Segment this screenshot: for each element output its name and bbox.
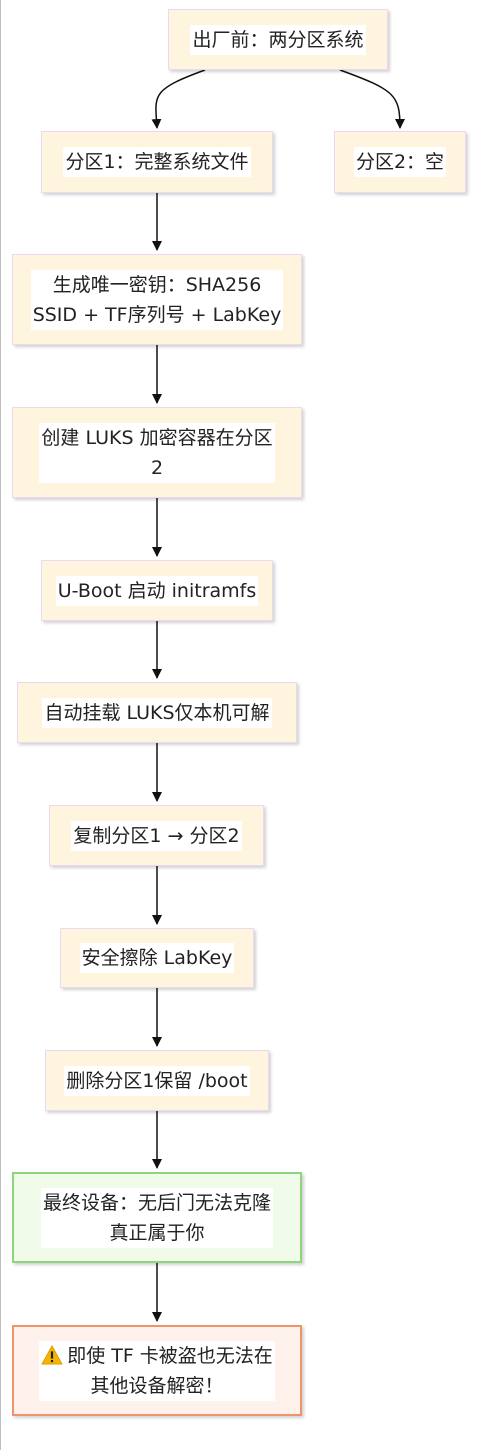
node-label-line1: 最终设备：无后门无法克隆 xyxy=(42,1191,271,1214)
node-label: 最终设备：无后门无法克隆 真正属于你 xyxy=(40,1187,273,1248)
node-label: 复制分区1 → 分区2 xyxy=(71,820,242,851)
node-copy-partition: 复制分区1 → 分区2 xyxy=(49,805,264,866)
edge-n0-n1 xyxy=(151,69,206,129)
node-partition2-empty: 分区2：空 xyxy=(334,131,466,193)
node-secure-erase-labkey: 安全擦除 LabKey xyxy=(60,928,254,988)
node-label-line2: 真正属于你 xyxy=(109,1221,205,1244)
node-label: 安全擦除 LabKey xyxy=(79,943,235,973)
node-create-luks-container: 创建 LUKS 加密容器在分区 2 xyxy=(12,407,302,498)
node-label: 出厂前：两分区系统 xyxy=(190,24,366,55)
node-label-line2: 其他设备解密！ xyxy=(90,1374,224,1397)
node-partition1-full-system: 分区1：完整系统文件 xyxy=(41,131,273,193)
node-label-line1: 即使 TF 卡被盗也无法在 xyxy=(67,1344,273,1367)
warning-triangle-icon xyxy=(41,1344,63,1365)
node-label: 分区1：完整系统文件 xyxy=(63,147,251,177)
node-label-line1: 生成唯一密钥：SHA256 xyxy=(52,273,262,296)
node-factory-two-partitions: 出厂前：两分区系统 xyxy=(168,9,388,70)
node-label: 删除分区1保留 /boot xyxy=(64,1065,250,1096)
node-label-line2: SSID + TF序列号 + LabKey xyxy=(32,303,282,326)
node-label: 分区2：空 xyxy=(353,147,447,177)
page-left-border xyxy=(0,0,1,1450)
node-label: U-Boot 启动 initramfs xyxy=(55,575,259,606)
node-uboot-initramfs: U-Boot 启动 initramfs xyxy=(41,560,273,621)
node-label-line1: 创建 LUKS 加密容器在分区 xyxy=(41,426,273,449)
node-label: 创建 LUKS 加密容器在分区 2 xyxy=(39,422,275,483)
node-final-device: 最终设备：无后门无法克隆 真正属于你 xyxy=(12,1172,302,1263)
node-tf-stolen-warning: 即使 TF 卡被盗也无法在 其他设备解密！ xyxy=(12,1325,302,1416)
node-delete-partition1: 删除分区1保留 /boot xyxy=(45,1050,269,1111)
node-label: 自动挂载 LUKS仅本机可解 xyxy=(42,697,272,728)
node-label-line2: 2 xyxy=(150,456,164,479)
node-label: 即使 TF 卡被盗也无法在 其他设备解密！ xyxy=(39,1340,275,1401)
node-automount-luks: 自动挂载 LUKS仅本机可解 xyxy=(17,682,297,743)
edge-n0-n2 xyxy=(339,69,405,129)
node-label: 生成唯一密钥：SHA256 SSID + TF序列号 + LabKey xyxy=(30,269,284,330)
node-generate-unique-key: 生成唯一密钥：SHA256 SSID + TF序列号 + LabKey xyxy=(12,254,302,345)
